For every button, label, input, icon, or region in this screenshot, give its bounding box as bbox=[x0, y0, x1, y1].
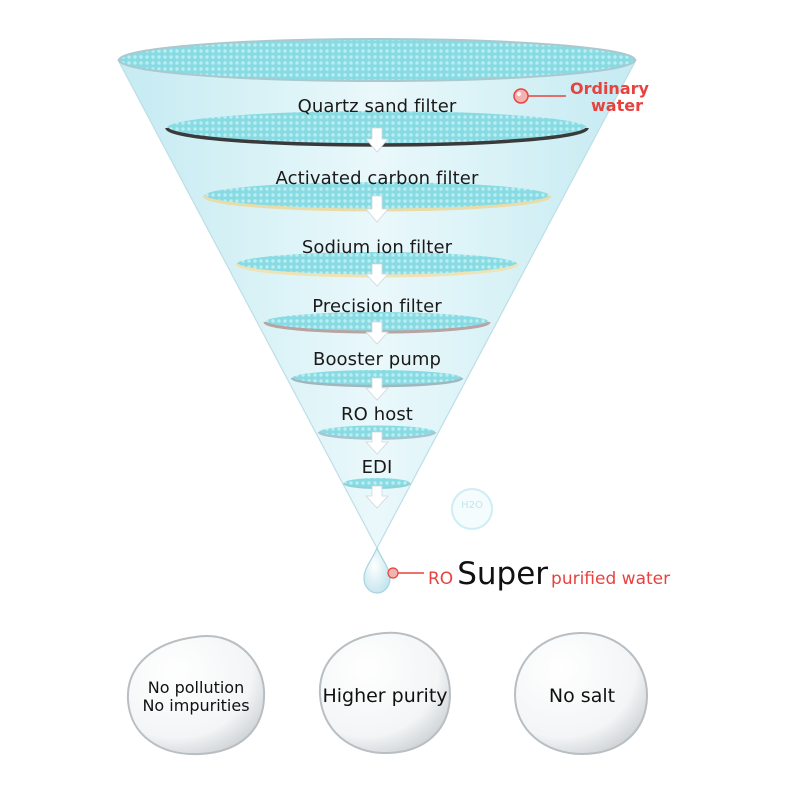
benefit-1-line2: No impurities bbox=[142, 696, 250, 715]
stage-label-sodium-ion: Sodium ion filter bbox=[301, 237, 453, 258]
flow-arrow-3 bbox=[365, 263, 389, 287]
flow-arrow-7 bbox=[365, 485, 389, 509]
stage-label-ro-host: RO host bbox=[341, 404, 413, 425]
molecule-bubble-icon bbox=[451, 488, 493, 530]
benefit-bubble-2 bbox=[318, 631, 452, 755]
stage-label-quartz-sand: Quartz sand filter bbox=[297, 96, 457, 117]
molecule-label: H2O bbox=[461, 500, 483, 511]
stage-label-edi: EDI bbox=[361, 457, 393, 478]
input-label-line2: water bbox=[591, 96, 643, 115]
benefit-bubble-1 bbox=[126, 634, 266, 756]
flow-arrow-1 bbox=[365, 127, 389, 153]
funnel-top-disc bbox=[118, 38, 636, 82]
stage-label-booster-pump: Booster pump bbox=[313, 349, 441, 370]
benefit-text-3: No salt bbox=[548, 685, 616, 707]
flow-arrow-5 bbox=[365, 377, 389, 401]
input-label: Ordinary water bbox=[570, 80, 649, 114]
benefit-bubble-3 bbox=[513, 631, 649, 756]
benefit-1-line1: No pollution bbox=[147, 678, 245, 697]
stage-label-precision: Precision filter bbox=[312, 296, 442, 317]
flow-arrow-4 bbox=[365, 321, 389, 345]
output-prefix: RO bbox=[428, 569, 454, 589]
stage-label-activated-carbon: Activated carbon filter bbox=[275, 168, 479, 189]
output-suffix: purified water bbox=[551, 569, 671, 589]
water-drop-icon bbox=[363, 546, 391, 594]
flow-arrow-6 bbox=[365, 431, 389, 455]
benefit-text-2: Higher purity bbox=[322, 685, 448, 707]
output-emphasis: Super bbox=[457, 556, 549, 592]
input-label-line1: Ordinary bbox=[570, 79, 649, 98]
flow-arrow-2 bbox=[365, 195, 389, 223]
output-marker-icon bbox=[387, 567, 399, 579]
benefit-text-1: No pollution No impurities bbox=[121, 679, 271, 715]
